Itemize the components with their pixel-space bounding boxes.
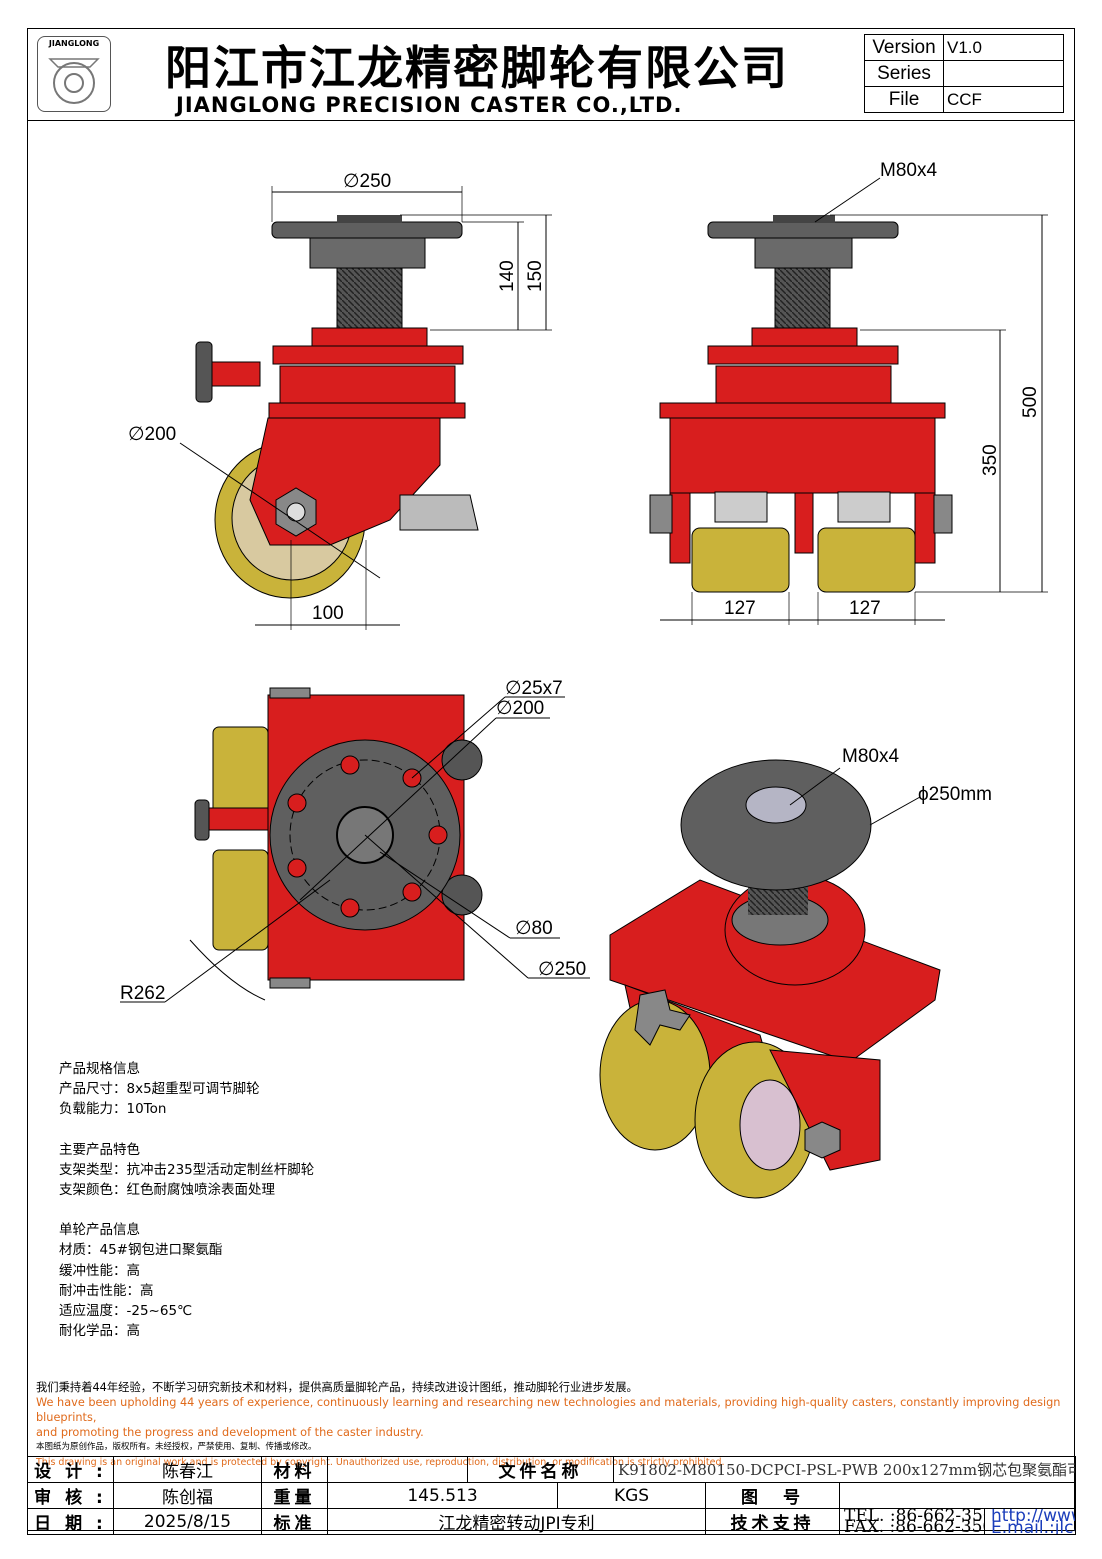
spec-group-title: 产品规格信息: [59, 1061, 140, 1077]
title-row-1: 设 计 : 陈春江 材料 文件名称 K91802-M80150-DCPCI-PS…: [27, 1456, 1077, 1483]
spec-line: 耐化学品：高: [59, 1323, 140, 1340]
spec-line: 支架类型：抗冲击235型活动定制丝杆脚轮: [59, 1161, 315, 1178]
dim-127-left: 127: [724, 598, 756, 619]
iso-view: [599, 759, 941, 1199]
dim-500: 500: [1020, 386, 1041, 418]
email-link[interactable]: E.mail.:jlcaster@vip.126.com: [991, 1517, 1075, 1535]
dim-150: 150: [525, 260, 546, 292]
front-view: [649, 177, 1048, 625]
material-value: [327, 1456, 468, 1483]
filename-label: 文件名称: [467, 1456, 614, 1483]
header-divider: [27, 120, 1075, 121]
dim-127-right: 127: [849, 598, 881, 619]
company-name-cn: 阳江市江龙精密脚轮有限公司: [165, 41, 789, 95]
dim-thread-iso: M80x4: [842, 746, 900, 767]
review-label: 审 核 :: [27, 1482, 114, 1509]
dim-wheel-dia: ∅200: [128, 424, 177, 445]
material-label: 材料: [261, 1456, 328, 1483]
dim-holes: ∅25x7: [505, 678, 563, 699]
standard-label: 标准: [261, 1508, 328, 1535]
file-key: File: [864, 86, 944, 113]
spec-line: 产品尺寸：8x5超重型可调节脚轮: [59, 1081, 260, 1098]
support-label: 技术支持: [705, 1508, 840, 1535]
series-row: Series: [864, 60, 1064, 87]
standard-value: 江龙精密转动JPI专利: [327, 1508, 706, 1535]
file-value: CCF: [943, 86, 1064, 113]
series-value: [943, 60, 1064, 87]
fax: FAX. :86-662-3506528: [844, 1516, 984, 1535]
drawing-no-value: [838, 1482, 1077, 1509]
dim-plate-iso: ϕ250mm: [918, 784, 992, 805]
spec-line: 支架颜色：红色耐腐蚀喷涂表面处理: [59, 1182, 275, 1199]
company-name-en: JIANGLONG PRECISION CASTER CO.,LTD.: [176, 93, 683, 117]
dim-350: 350: [980, 444, 1001, 476]
reviewer: 陈创福: [113, 1482, 262, 1509]
technical-drawings: [120, 177, 1048, 1199]
design-label: 设 计 :: [27, 1456, 114, 1483]
series-key: Series: [864, 60, 944, 87]
web-email: http://www.jianglongcaster.com E.mail.:j…: [983, 1508, 1077, 1535]
weight-unit: KGS: [557, 1482, 706, 1509]
statement-en-2: and promoting the progress and developme…: [36, 1426, 424, 1439]
dim-plate-dia-side: ∅250: [343, 171, 392, 192]
date-label: 日 期 :: [27, 1508, 114, 1535]
version-value: V1.0: [943, 34, 1064, 61]
designer: 陈春江: [113, 1456, 262, 1483]
title-row-2: 审 核 : 陈创福 重量 145.513 KGS 图 号: [27, 1482, 1077, 1509]
statement-en-1: We have been upholding 44 years of exper…: [36, 1396, 1061, 1424]
date-value: 2025/8/15: [113, 1508, 262, 1535]
spec-line: 适应温度：-25~65℃: [59, 1303, 193, 1320]
spec-line: 缓冲性能：高: [59, 1262, 140, 1279]
copyright-cn: 本图纸为原创作品，版权所有。未经授权，严禁使用、复制、传播或修改。: [36, 1442, 317, 1452]
title-row-3: 日 期 : 2025/8/15 标准 江龙精密转动JPI专利 技术支持 TEL.…: [27, 1508, 1077, 1535]
spec-line: 耐冲击性能：高: [59, 1282, 154, 1299]
dim-140: 140: [497, 260, 518, 292]
tel: TEL. :86-662-3505491 3510011: [844, 1508, 984, 1526]
phone-fax: TEL. :86-662-3505491 3510011 FAX. :86-66…: [839, 1508, 985, 1535]
top-view: [120, 687, 590, 1003]
web-link[interactable]: http://www.jianglongcaster.com: [991, 1508, 1075, 1526]
logo-text: JIANGLONG: [48, 39, 100, 48]
spec-group-title: 单轮产品信息: [59, 1222, 140, 1239]
spec-line: 负载能力：10Ton: [59, 1101, 167, 1118]
spec-group-title: 主要产品特色: [59, 1141, 140, 1158]
company-logo: JIANGLONG: [37, 36, 111, 112]
dim-thread-front: M80x4: [880, 160, 938, 181]
dim-plate-top: ∅250: [538, 959, 587, 980]
weight-label: 重量: [261, 1482, 328, 1509]
statement-cn: 我们秉持着44年经验，不断学习研究新技术和材料，提供高质量脚轮产品，持续改进设计…: [36, 1381, 638, 1394]
dim-pcd: ∅200: [496, 698, 545, 719]
title-block: 设 计 : 陈春江 材料 文件名称 K91802-M80150-DCPCI-PS…: [27, 1456, 1077, 1535]
drawing-no-label: 图 号: [705, 1482, 840, 1509]
dim-offset: 100: [312, 603, 344, 624]
side-view: [179, 186, 552, 630]
weight-value: 145.513: [327, 1482, 558, 1509]
filename-value: K91802-M80150-DCPCI-PSL-PWB 200x127mm钢芯包…: [612, 1456, 1077, 1483]
dim-radius: R262: [120, 983, 166, 1004]
spec-line: 材质：45#钢包进口聚氨酯: [59, 1242, 223, 1259]
dim-bore: ∅80: [515, 918, 553, 939]
product-specs: 产品规格信息 产品尺寸：8x5超重型可调节脚轮 负载能力：10Ton 主要产品特…: [59, 1059, 314, 1341]
